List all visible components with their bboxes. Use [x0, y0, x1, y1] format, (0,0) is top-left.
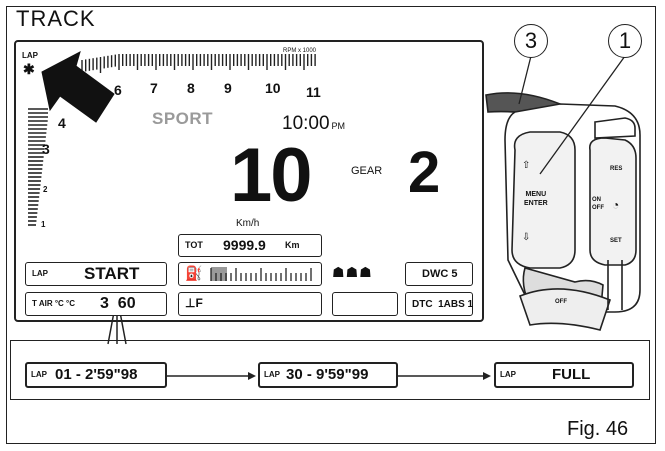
- odometer-label: TOT: [185, 240, 203, 250]
- lap-sequence-box-2: LAP 30 - 9'59"99: [258, 362, 398, 388]
- bluetooth-icon: ✱: [23, 61, 35, 77]
- air-temp-value: 3 60: [100, 295, 136, 312]
- air-temp-box: T AIR °C °C 3 60: [25, 292, 167, 316]
- menu-enter-button: MENU ENTER: [524, 191, 548, 207]
- fuel-scale-ticks: [210, 268, 312, 281]
- rpm-left-scale: [28, 108, 48, 226]
- lap-sequence-panel: [10, 340, 650, 400]
- lap-sequence-value: FULL: [552, 366, 591, 383]
- on-off-label: ON OFF: [592, 197, 604, 211]
- riding-mode: SPORT: [152, 109, 214, 128]
- figure-frame: [6, 6, 656, 444]
- fuel-reserve-icon: ⊥F: [185, 296, 203, 310]
- fuel-gauge-box: ⛽: [178, 262, 322, 286]
- helmet-icon: ☗: [332, 264, 346, 280]
- clock-suffix: PM: [331, 121, 346, 131]
- rpm-tick-10: 10: [265, 80, 281, 96]
- pointer-arrow: [41, 51, 115, 123]
- clock-time: 10:00: [282, 113, 330, 134]
- rpm-scale-label: RPM x 1000: [283, 48, 317, 54]
- dtc-abs-value: DTC 1ABS 1: [412, 299, 474, 310]
- up-arrow-icon: ⇧: [522, 160, 531, 171]
- traction-icons: ☗☗☗: [332, 264, 373, 281]
- odometer-box: TOT 9999.9 Km: [178, 234, 322, 257]
- off-label: OFF: [555, 299, 567, 305]
- air-temp-label: T AIR °C °C: [32, 299, 75, 308]
- handlebar-switch: [485, 92, 641, 331]
- lap-indicator: LAP: [22, 51, 38, 60]
- fuel-pump-icon: ⛽: [185, 265, 203, 281]
- empty-box: [332, 292, 398, 316]
- lap-sequence-box-1: LAP 01 - 2'59"98: [25, 362, 167, 388]
- dwc-box: DWC 5: [405, 262, 473, 286]
- rpm-tick-11: 11: [306, 84, 321, 100]
- gear-label: GEAR: [351, 165, 383, 177]
- lap-sequence-value: 30 - 9'59"99: [286, 366, 369, 383]
- lap-sequence-label: LAP: [500, 370, 516, 379]
- figure-caption: Fig. 46: [567, 418, 629, 440]
- mode-title: TRACK: [16, 6, 96, 31]
- lap-sequence-box-3: LAP FULL: [494, 362, 634, 388]
- helmet-icon: ☗: [359, 264, 373, 280]
- rpm-bar-ticks: [81, 54, 316, 76]
- rpm-tick-3: 3: [42, 141, 50, 157]
- rpm-tick-8: 8: [187, 80, 195, 96]
- callout-1: 1: [608, 24, 642, 58]
- speed-value: 10: [230, 133, 313, 218]
- res-label: RES: [610, 166, 623, 172]
- lap-start-value: START: [84, 264, 140, 283]
- rpm-tick-4: 4: [58, 115, 66, 131]
- rpm-tick-7: 7: [150, 80, 158, 96]
- set-label: SET: [610, 238, 622, 244]
- lap-sequence-value: 01 - 2'59"98: [55, 366, 138, 383]
- down-arrow-icon: ⇩: [522, 232, 531, 243]
- rpm-tick-1: 1: [41, 220, 46, 229]
- lap-start-box: LAP START: [25, 262, 167, 286]
- helmet-icon: ☗: [345, 264, 360, 280]
- gear-value: 2: [408, 140, 441, 205]
- rpm-tick-9: 9: [224, 80, 232, 96]
- odometer-value: 9999.9: [223, 237, 266, 253]
- lap-sequence-label: LAP: [264, 370, 280, 379]
- rpm-tick-6: 6: [114, 82, 122, 98]
- lap-sequence-label: LAP: [31, 370, 47, 379]
- dtc-abs-box: DTC 1ABS 1: [405, 292, 473, 316]
- rpm-tick-2: 2: [43, 185, 48, 194]
- callout-3: 3: [514, 24, 548, 58]
- speed-unit: Km/h: [236, 218, 260, 229]
- fuel-reserve-box: ⊥F: [178, 292, 322, 316]
- cruise-control-icon: ◔: [612, 198, 620, 212]
- dwc-value: DWC 5: [422, 268, 458, 280]
- odometer-unit: Km: [285, 240, 300, 250]
- lap-start-label: LAP: [32, 269, 48, 278]
- fuel-level-fill: [211, 267, 227, 281]
